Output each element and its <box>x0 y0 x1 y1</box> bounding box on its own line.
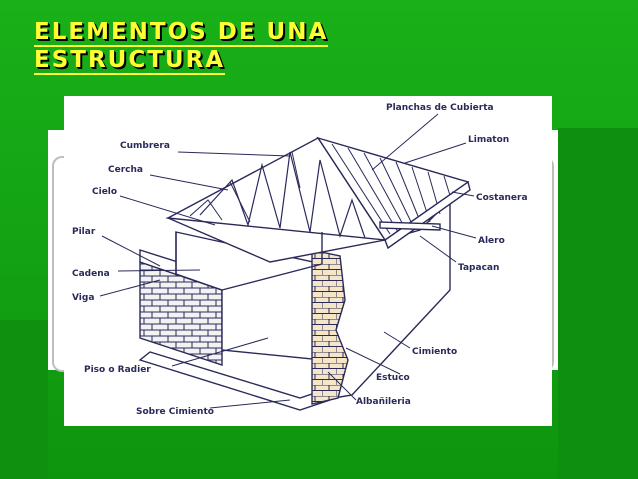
diagram-labels: Planchas de Cubierta Limaton Cumbrera Ce… <box>72 103 528 417</box>
fascia-board <box>384 180 471 250</box>
label-tapacan: Tapacan <box>458 263 499 273</box>
label-viga: Viga <box>72 293 94 303</box>
label-limaton: Limaton <box>468 135 509 145</box>
label-costanera: Costanera <box>476 193 528 203</box>
label-cercha: Cercha <box>108 165 143 175</box>
albanileria-section <box>311 249 349 405</box>
label-pilar: Pilar <box>72 227 96 237</box>
label-piso-o-radier: Piso o Radier <box>84 365 151 375</box>
label-planchas-de-cubierta: Planchas de Cubierta <box>386 103 494 113</box>
house-drawing <box>138 136 471 411</box>
label-albanileria: Albañileria <box>356 397 411 407</box>
background-accent-right <box>558 128 638 479</box>
label-cimiento: Cimiento <box>412 347 457 357</box>
label-cadena: Cadena <box>72 269 110 279</box>
title-line-2: ESTRUCTURA <box>34 47 226 75</box>
background-accent-left <box>0 320 48 479</box>
label-alero: Alero <box>478 236 505 246</box>
label-cumbrera: Cumbrera <box>120 141 170 151</box>
slide-title: ELEMENTOS DE UNA ESTRUCTURA <box>34 18 454 75</box>
label-sobre-cimiento: Sobre Cimiento <box>136 407 214 417</box>
truss <box>165 137 387 241</box>
eave <box>379 221 441 231</box>
leader-lines <box>99 113 477 409</box>
floor-slab <box>138 351 331 411</box>
label-estuco: Estuco <box>376 373 410 383</box>
frame-bracket-left <box>52 156 66 372</box>
title-line-1: ELEMENTOS DE UNA <box>34 19 329 47</box>
label-cielo: Cielo <box>92 187 117 197</box>
